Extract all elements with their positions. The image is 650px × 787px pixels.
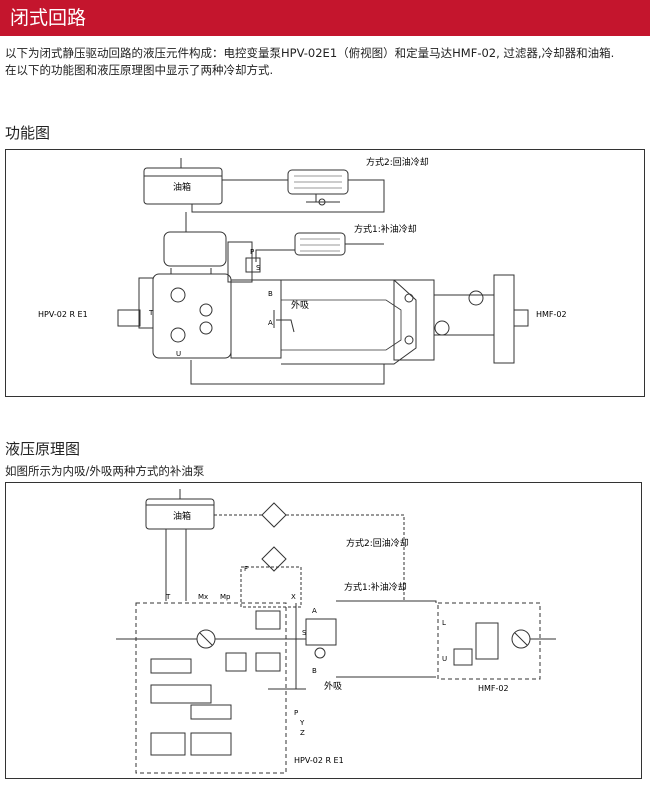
intro-line-2: 在以下的功能图和液压原理图中显示了两种冷却方式. <box>5 63 274 77</box>
external-suction-label: 外吸 <box>324 680 342 692</box>
function-diagram-heading: 功能图 <box>5 124 51 142</box>
pump-model-label: HPV-02 R E1 <box>294 756 344 765</box>
port-s-label: S <box>302 629 307 637</box>
page-title: 闭式回路 <box>10 7 87 29</box>
pump-model-label: HPV-02 R E1 <box>38 310 88 319</box>
port-u-label: U <box>176 350 181 358</box>
port-mp-label: Mp <box>220 593 231 601</box>
port-f-label: F <box>244 565 248 573</box>
port-a-label: A <box>268 319 273 327</box>
port-t-label: T <box>165 593 171 601</box>
hydraulic-drawing: 油箱 方式2:回油冷却 方式1:补油冷却 外吸 HPV-02 R E1 HMF-… <box>116 489 556 774</box>
port-z-label: Z <box>300 729 305 737</box>
port-a-label: A <box>312 607 317 615</box>
intro-line-1: 以下为闭式静压驱动回路的液压元件构成：电控变量泵HPV-02E1（俯视图）和定量… <box>5 46 615 60</box>
motor-model-label: HMF-02 <box>536 310 567 319</box>
port-p-label: P <box>294 709 298 717</box>
port-b-label: B <box>268 290 273 298</box>
title-bar: 闭式回路 <box>0 0 650 36</box>
port-s-label: S <box>256 264 261 272</box>
mode1-label: 方式1:补油冷却 <box>354 223 417 235</box>
port-u-label: U <box>442 655 447 663</box>
hydraulic-subtitle: 如图所示为内吸/外吸两种方式的补油泵 <box>5 464 205 478</box>
mode2-label: 方式2:回油冷却 <box>366 156 429 168</box>
port-b-label: B <box>312 667 317 675</box>
port-l-label: L <box>442 619 446 627</box>
hydraulic-diagram: 油箱 方式2:回油冷却 方式1:补油冷却 外吸 HPV-02 R E1 HMF-… <box>5 482 642 779</box>
tank-label: 油箱 <box>173 181 191 193</box>
port-t-label: T <box>148 309 154 317</box>
mode1-label: 方式1:补油冷却 <box>344 581 407 593</box>
port-mx-label: Mx <box>198 593 208 601</box>
function-diagram: 油箱 方式2:回油冷却 方式1:补油冷却 HPV-02 R E1 HMF-02 … <box>5 149 645 397</box>
port-y-label: Y <box>299 719 305 727</box>
external-suction-label: 外吸 <box>291 299 309 311</box>
tank-label: 油箱 <box>173 510 191 522</box>
hydraulic-diagram-heading: 液压原理图 <box>5 440 81 458</box>
port-x-label: X <box>291 593 296 601</box>
port-p-label: P <box>250 248 254 256</box>
function-diagram-drawing: 油箱 方式2:回油冷却 方式1:补油冷却 HPV-02 R E1 HMF-02 … <box>38 156 567 385</box>
motor-model-label: HMF-02 <box>478 684 509 693</box>
mode2-label: 方式2:回油冷却 <box>346 537 409 549</box>
intro-text: 以下为闭式静压驱动回路的液压元件构成：电控变量泵HPV-02E1（俯视图）和定量… <box>5 45 645 79</box>
